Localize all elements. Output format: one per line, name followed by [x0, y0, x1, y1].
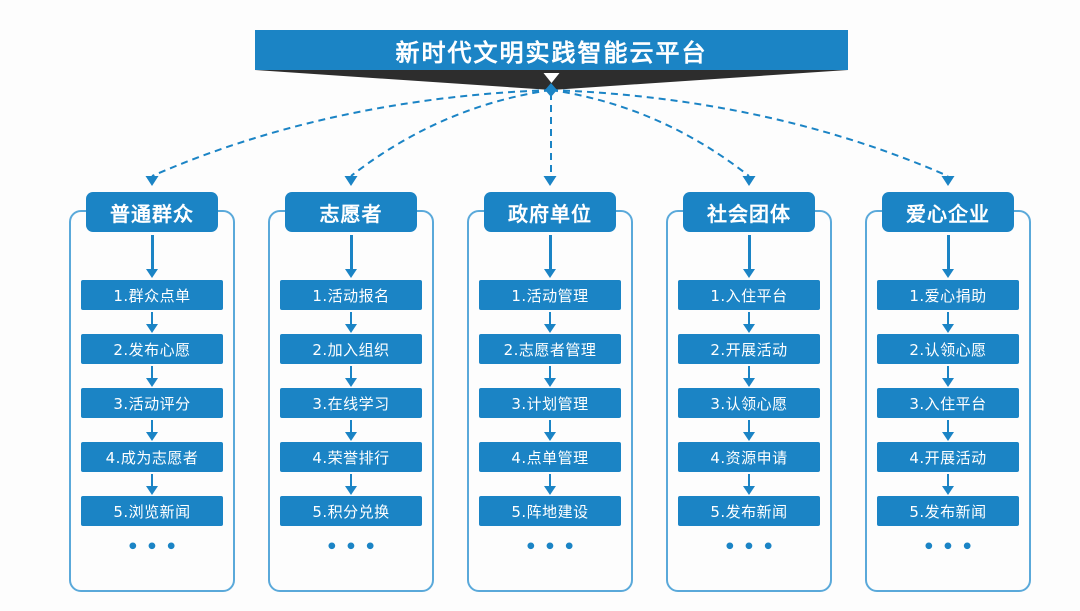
step-list: 1.爱心捐助 2.认领心愿 3.入住平台 4.开展活动 5.发布新闻 — [877, 280, 1019, 526]
down-arrow-icon — [942, 364, 954, 388]
flow-step: 1.入住平台 — [678, 280, 820, 310]
flow-step: 1.爱心捐助 — [877, 280, 1019, 310]
arrowhead-icon — [145, 176, 159, 186]
step-list: 1.活动管理 2.志愿者管理 3.计划管理 4.点单管理 5.阵地建设 — [479, 280, 621, 526]
flow-step: 2.开展活动 — [678, 334, 820, 364]
ellipsis: ••• — [325, 536, 384, 558]
column-header-4: 社会团体 — [683, 192, 815, 232]
column-header-2: 志愿者 — [285, 192, 417, 232]
flow-step: 3.认领心愿 — [678, 388, 820, 418]
dashed-connector — [550, 89, 750, 177]
down-arrow-icon — [942, 310, 954, 334]
flow-step: 2.认领心愿 — [877, 334, 1019, 364]
down-arrow-icon — [544, 364, 556, 388]
down-arrow-icon — [544, 232, 556, 280]
step-list: 1.群众点单 2.发布心愿 3.活动评分 4.成为志愿者 5.浏览新闻 — [81, 280, 223, 526]
down-arrow-icon — [544, 418, 556, 442]
down-arrow-icon — [146, 418, 158, 442]
flow-step: 5.阵地建设 — [479, 496, 621, 526]
flow-column-2: 志愿者 1.活动报名 2.加入组织 3.在线学习 4.荣誉排行 5.积分兑换 ••• — [268, 192, 434, 592]
down-arrow-icon — [146, 310, 158, 334]
flow-step: 3.计划管理 — [479, 388, 621, 418]
step-list: 1.活动报名 2.加入组织 3.在线学习 4.荣誉排行 5.积分兑换 — [280, 280, 422, 526]
down-arrow-icon — [942, 418, 954, 442]
flow-step: 1.群众点单 — [81, 280, 223, 310]
down-arrow-icon — [146, 364, 158, 388]
flow-step: 5.发布新闻 — [678, 496, 820, 526]
flow-step: 5.积分兑换 — [280, 496, 422, 526]
flow-column-4: 社会团体 1.入住平台 2.开展活动 3.认领心愿 4.资源申请 5.发布新闻 ••• — [666, 192, 832, 592]
flow-step: 4.点单管理 — [479, 442, 621, 472]
column-header-3: 政府单位 — [484, 192, 616, 232]
down-arrow-icon — [544, 472, 556, 496]
flow-column-3: 政府单位 1.活动管理 2.志愿者管理 3.计划管理 4.点单管理 5.阵地建设 ••• — [467, 192, 633, 592]
fan-origin-icon — [545, 83, 557, 97]
dashed-connector — [550, 89, 949, 177]
dashed-connector — [350, 89, 552, 177]
flow-step: 5.浏览新闻 — [81, 496, 223, 526]
down-arrow-icon — [743, 232, 755, 280]
down-arrow-icon — [146, 472, 158, 496]
down-arrow-icon — [345, 232, 357, 280]
down-arrow-icon — [146, 232, 158, 280]
down-arrow-icon — [345, 310, 357, 334]
column-header-1: 普通群众 — [86, 192, 218, 232]
down-arrow-icon — [743, 310, 755, 334]
flow-step: 1.活动管理 — [479, 280, 621, 310]
ellipsis: ••• — [524, 536, 583, 558]
step-list: 1.入住平台 2.开展活动 3.认领心愿 4.资源申请 5.发布新闻 — [678, 280, 820, 526]
arrowhead-icon — [543, 176, 557, 186]
down-arrow-icon — [942, 232, 954, 280]
ellipsis: ••• — [922, 536, 981, 558]
flow-step: 4.荣誉排行 — [280, 442, 422, 472]
ellipsis: ••• — [126, 536, 185, 558]
flow-step: 2.加入组织 — [280, 334, 422, 364]
flow-step: 3.入住平台 — [877, 388, 1019, 418]
flow-step: 1.活动报名 — [280, 280, 422, 310]
down-arrow-icon — [345, 418, 357, 442]
banner-ribbon — [255, 70, 848, 90]
down-arrow-icon — [345, 364, 357, 388]
flow-step: 3.在线学习 — [280, 388, 422, 418]
down-arrow-icon — [544, 310, 556, 334]
ellipsis: ••• — [723, 536, 782, 558]
column-header-5: 爱心企业 — [882, 192, 1014, 232]
arrowhead-icon — [941, 176, 955, 186]
flow-step: 5.发布新闻 — [877, 496, 1019, 526]
flow-step: 4.开展活动 — [877, 442, 1019, 472]
flow-step: 3.活动评分 — [81, 388, 223, 418]
down-triangle-icon — [543, 73, 560, 83]
down-arrow-icon — [942, 472, 954, 496]
down-arrow-icon — [345, 472, 357, 496]
platform-title: 新时代文明实践智能云平台 — [255, 30, 848, 70]
arrowhead-icon — [344, 176, 358, 186]
columns-row: 普通群众 1.群众点单 2.发布心愿 3.活动评分 4.成为志愿者 5.浏览新闻 •••… — [69, 192, 1031, 592]
flow-step: 4.资源申请 — [678, 442, 820, 472]
flow-column-5: 爱心企业 1.爱心捐助 2.认领心愿 3.入住平台 4.开展活动 5.发布新闻 ••• — [865, 192, 1031, 592]
flow-column-1: 普通群众 1.群众点单 2.发布心愿 3.活动评分 4.成为志愿者 5.浏览新闻 ••• — [69, 192, 235, 592]
flow-step: 2.志愿者管理 — [479, 334, 621, 364]
flow-step: 2.发布心愿 — [81, 334, 223, 364]
down-arrow-icon — [743, 418, 755, 442]
flow-step: 4.成为志愿者 — [81, 442, 223, 472]
arrowhead-icon — [742, 176, 756, 186]
down-arrow-icon — [743, 364, 755, 388]
down-arrow-icon — [743, 472, 755, 496]
connector-fan — [145, 83, 955, 186]
